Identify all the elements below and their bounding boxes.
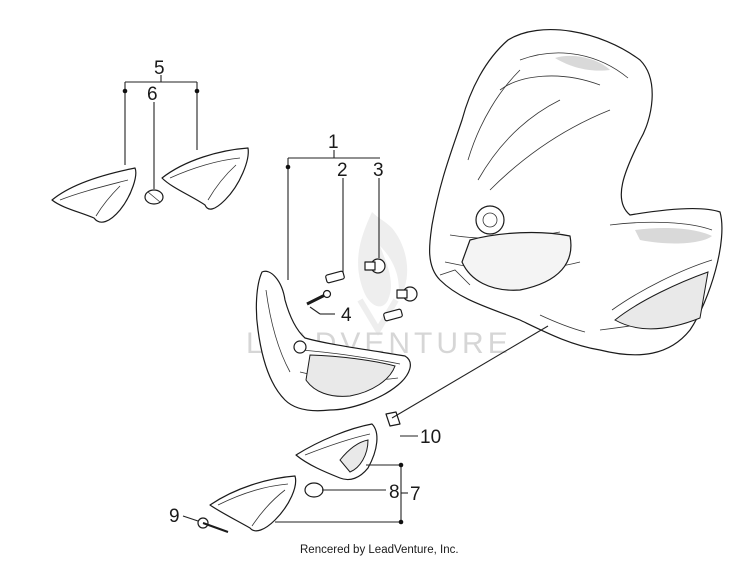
front-turn-signal-left-upper	[51, 167, 137, 223]
footer-credit: Rencered by LeadVenture, Inc.	[300, 544, 459, 556]
bulb-2-pair	[325, 270, 403, 322]
screw-9	[197, 517, 229, 533]
front-turn-signal-right-upper	[161, 147, 249, 210]
callout-5: 5	[154, 58, 165, 79]
callout-10: 10	[420, 427, 441, 448]
front-turn-signal-front	[209, 475, 297, 532]
bulb-3-pair	[364, 258, 418, 302]
callout-3: 3	[373, 160, 384, 181]
callout-1: 1	[328, 132, 339, 153]
callout-2: 2	[337, 160, 348, 181]
callout-9: 9	[169, 506, 180, 527]
flame-logo-icon	[357, 212, 408, 336]
callout-4: 4	[341, 305, 352, 326]
screw-4	[306, 289, 332, 306]
front-turn-signal-rear	[295, 423, 378, 481]
callout-7: 7	[410, 484, 421, 505]
bulb-8	[304, 482, 324, 498]
bulb-6	[144, 189, 164, 205]
headlight-assembly	[255, 270, 411, 412]
headlight-fairing	[429, 29, 723, 356]
callout-6: 6	[147, 84, 158, 105]
leader-lines	[122, 75, 549, 525]
callout-labels: 5 6 1 2 3 4 10 8 7 9	[147, 58, 441, 527]
callout-8: 8	[389, 482, 400, 503]
